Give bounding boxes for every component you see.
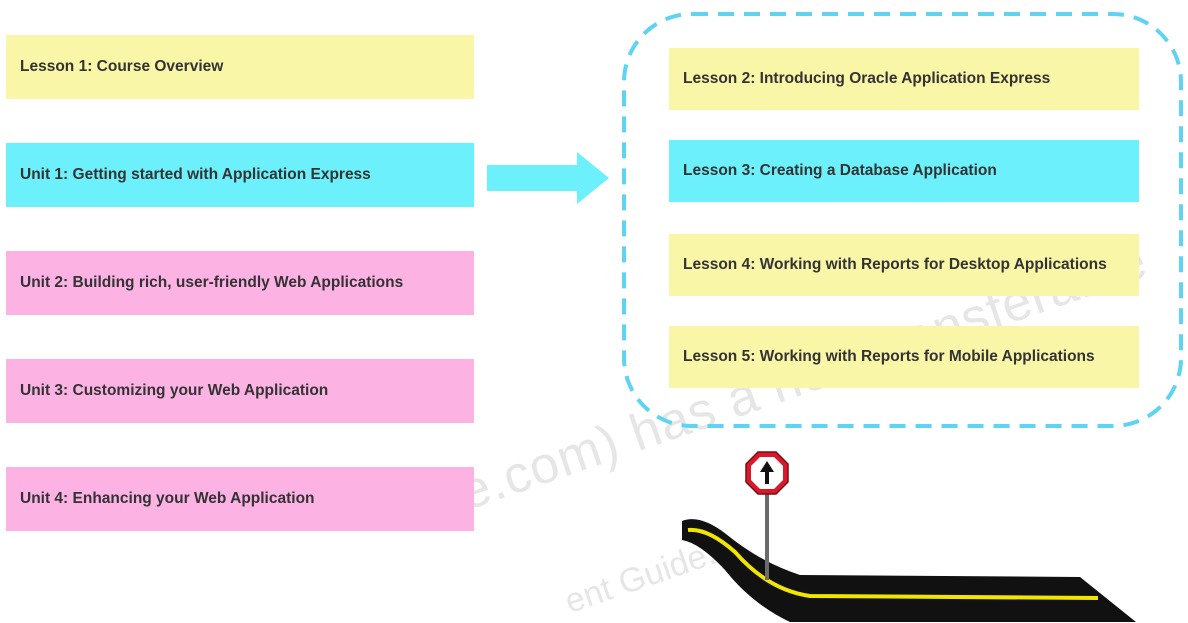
- unit-1-box: Unit 1: Getting started with Application…: [6, 143, 474, 207]
- arrow-right-icon: [487, 152, 609, 204]
- unit-4-label: Unit 4: Enhancing your Web Application: [20, 490, 315, 508]
- lesson-3-box: Lesson 3: Creating a Database Applicatio…: [669, 140, 1139, 202]
- lesson-1-label: Lesson 1: Course Overview: [20, 58, 224, 76]
- lesson-3-label: Lesson 3: Creating a Database Applicatio…: [683, 162, 997, 180]
- unit-1-label: Unit 1: Getting started with Application…: [20, 166, 371, 184]
- unit-3-label: Unit 3: Customizing your Web Application: [20, 382, 329, 400]
- lesson-4-box: Lesson 4: Working with Reports for Deskt…: [669, 234, 1139, 296]
- lesson-4-label: Lesson 4: Working with Reports for Deskt…: [683, 256, 1107, 274]
- lesson-1-box: Lesson 1: Course Overview: [6, 35, 474, 99]
- lesson-5-box: Lesson 5: Working with Reports for Mobil…: [669, 326, 1139, 388]
- arrow-up-icon: [760, 461, 774, 484]
- lesson-5-label: Lesson 5: Working with Reports for Mobil…: [683, 348, 1095, 366]
- unit-2-label: Unit 2: Building rich, user-friendly Web…: [20, 274, 404, 292]
- lesson-2-label: Lesson 2: Introducing Oracle Application…: [683, 70, 1051, 88]
- unit-3-box: Unit 3: Customizing your Web Application: [6, 359, 474, 423]
- road-sign-icon: [745, 451, 789, 580]
- lesson-2-box: Lesson 2: Introducing Oracle Application…: [669, 48, 1139, 110]
- lesson-group-border: [622, 12, 1183, 428]
- unit-4-box: Unit 4: Enhancing your Web Application: [6, 467, 474, 531]
- unit-2-box: Unit 2: Building rich, user-friendly Web…: [6, 251, 474, 315]
- road-icon: [682, 519, 1136, 622]
